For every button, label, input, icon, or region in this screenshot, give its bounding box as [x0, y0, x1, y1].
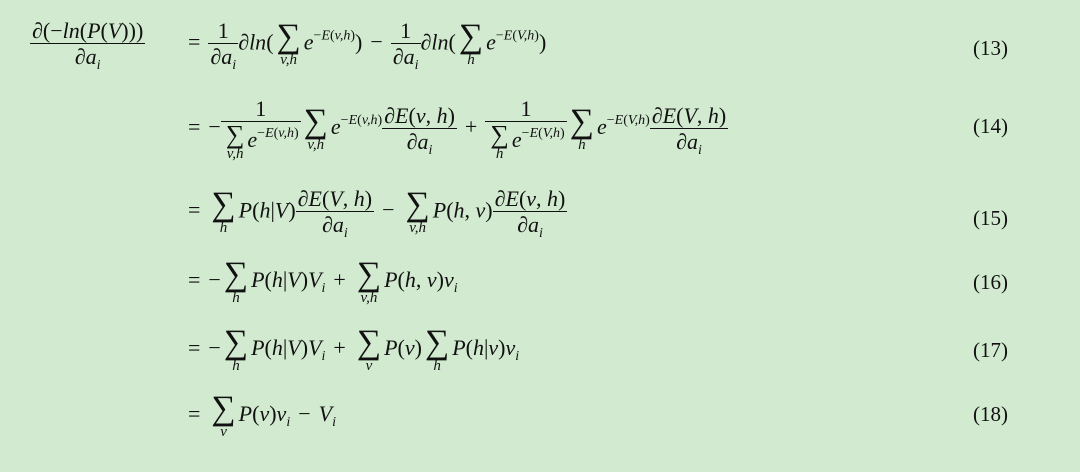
equation-13-lhs: ∂(−ln(P(V)))∂ai	[30, 18, 146, 74]
equation-number-18: (18)	[973, 402, 1008, 426]
equation-number-13: (13)	[973, 36, 1008, 60]
equation-number-16: (16)	[973, 270, 1008, 294]
equation-number-15: (15)	[973, 206, 1008, 230]
equation-number-17: (17)	[973, 338, 1008, 362]
equation-number-14: (14)	[973, 114, 1008, 138]
